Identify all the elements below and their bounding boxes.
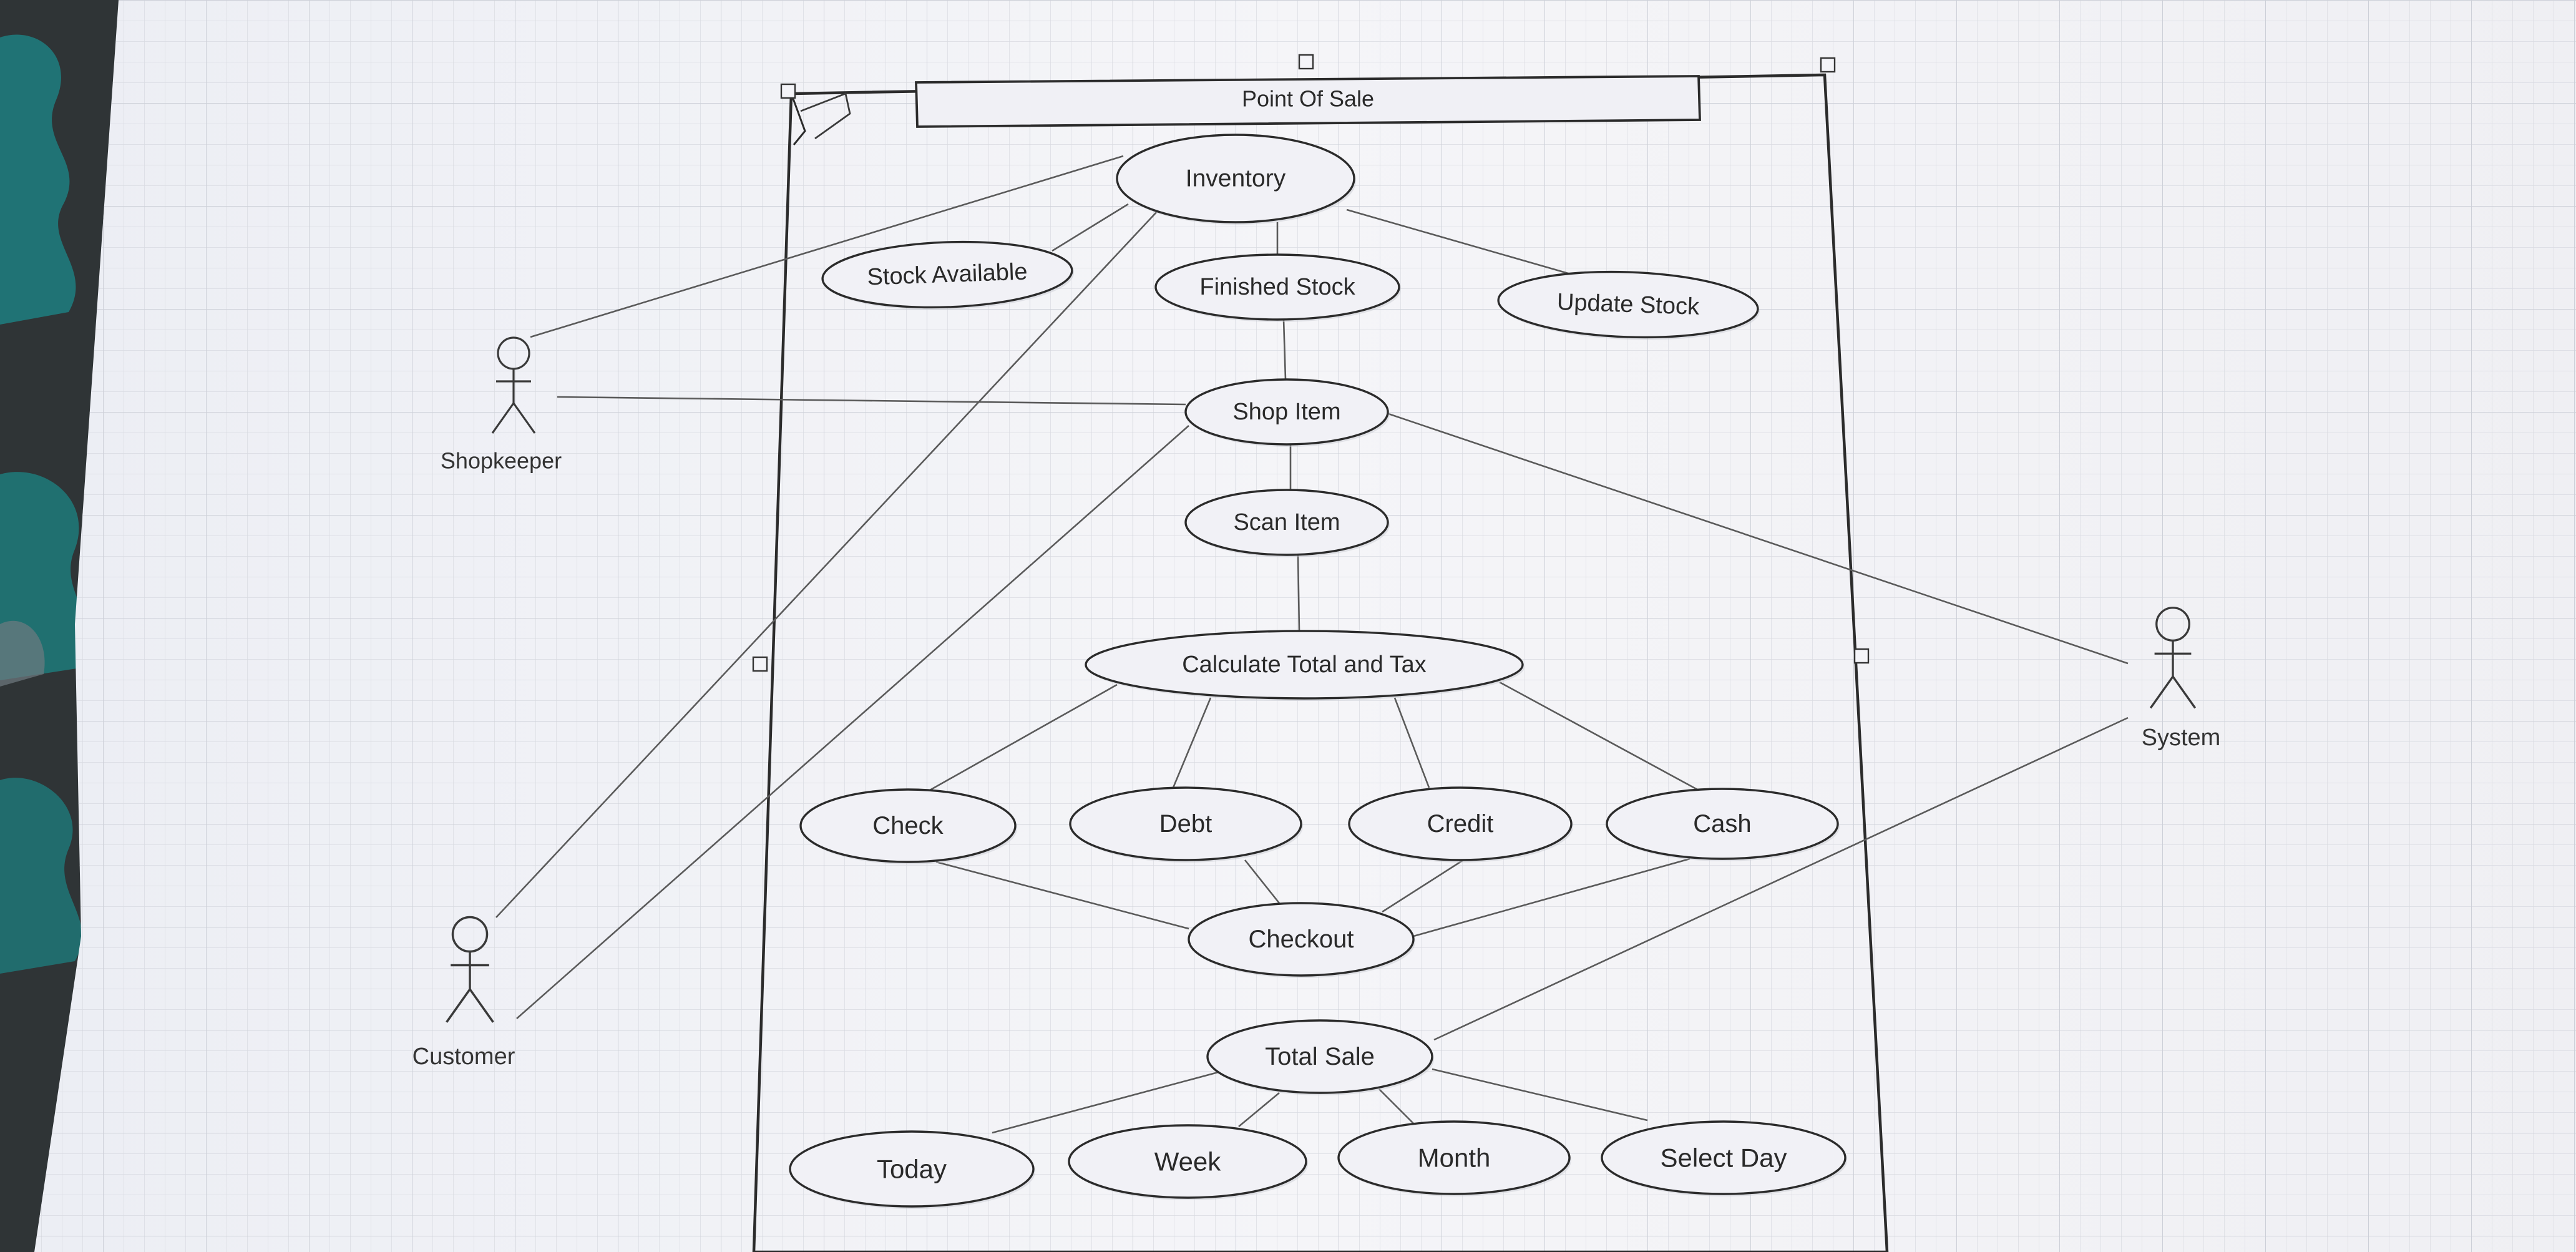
stick-figure-icon bbox=[446, 916, 494, 1023]
association-calculate-total-and-tax-cash[interactable] bbox=[1499, 681, 1698, 791]
resize-handle-top-left[interactable] bbox=[780, 83, 796, 99]
association-inventory-update-stock[interactable] bbox=[1346, 208, 1573, 276]
association-calculate-total-and-tax-check[interactable] bbox=[929, 683, 1118, 791]
use-case-label: Finished Stock bbox=[1199, 274, 1355, 300]
use-case-ellipse bbox=[1206, 1019, 1433, 1094]
use-case-ellipse bbox=[1154, 253, 1400, 321]
use-case-ellipse bbox=[821, 240, 1073, 309]
use-case-ellipse bbox=[1188, 902, 1415, 977]
use-case-update-stock[interactable]: Update Stock bbox=[1497, 268, 1761, 345]
use-case-ellipse bbox=[1069, 786, 1302, 861]
use-case-label: Cash bbox=[1693, 810, 1751, 838]
association-debt-checkout[interactable] bbox=[1244, 859, 1281, 904]
use-case-label: Checkout bbox=[1249, 926, 1354, 953]
use-case-inventory[interactable]: Inventory bbox=[1116, 134, 1356, 225]
use-case-ellipse bbox=[1348, 786, 1573, 861]
use-case-label: Shop Item bbox=[1232, 399, 1340, 425]
use-case-week[interactable]: Week bbox=[1068, 1124, 1308, 1200]
association-finished-stock-shop-item[interactable] bbox=[1282, 319, 1287, 380]
stick-figure-icon bbox=[491, 336, 536, 434]
association-total-sale-week[interactable] bbox=[1238, 1092, 1280, 1127]
use-case-checkout[interactable]: Checkout bbox=[1188, 902, 1415, 978]
use-case-stock-available[interactable]: Stock Available bbox=[821, 238, 1075, 314]
use-case-ellipse bbox=[1184, 489, 1389, 556]
use-case-cash[interactable]: Cash bbox=[1606, 788, 1840, 861]
resize-handle-right[interactable] bbox=[1853, 648, 1870, 664]
use-case-label: Debt bbox=[1159, 810, 1212, 838]
association-system-shop-item[interactable] bbox=[1386, 412, 2129, 665]
use-case-label: Inventory bbox=[1186, 165, 1286, 192]
association-shopkeeper-inventory[interactable] bbox=[530, 155, 1124, 338]
use-case-ellipse bbox=[1085, 630, 1524, 700]
use-case-ellipse bbox=[1068, 1124, 1307, 1199]
association-inventory-stock-available[interactable] bbox=[1051, 203, 1129, 252]
diagram-title: Point Of Sale bbox=[1242, 86, 1374, 112]
association-check-checkout[interactable] bbox=[935, 861, 1189, 930]
association-total-sale-select-day[interactable] bbox=[1432, 1068, 1648, 1122]
actor-label: System bbox=[2142, 725, 2221, 751]
resize-handle-top-center[interactable] bbox=[1298, 54, 1314, 70]
resize-handle-top-right[interactable] bbox=[1820, 57, 1836, 73]
use-case-ellipse bbox=[789, 1130, 1035, 1208]
actor-label: Customer bbox=[412, 1044, 515, 1070]
actor-label: Shopkeeper bbox=[441, 448, 562, 474]
association-total-sale-month[interactable] bbox=[1378, 1088, 1414, 1124]
association-total-sale-today[interactable] bbox=[992, 1071, 1219, 1134]
use-case-ellipse bbox=[1337, 1120, 1571, 1195]
association-credit-checkout[interactable] bbox=[1382, 859, 1464, 913]
stick-figure-icon bbox=[2149, 607, 2197, 709]
use-case-shop-item[interactable]: Shop Item bbox=[1184, 378, 1390, 447]
use-case-label: Select Day bbox=[1660, 1143, 1787, 1173]
resize-handle-left[interactable] bbox=[752, 656, 768, 672]
association-shopkeeper-shop-item[interactable] bbox=[557, 396, 1186, 406]
diagram-title-box[interactable]: Point Of Sale bbox=[915, 75, 1701, 128]
actor-customer[interactable]: Customer bbox=[412, 916, 515, 1070]
use-case-label: Stock Available bbox=[867, 259, 1028, 291]
association-customer-inventory[interactable] bbox=[495, 210, 1158, 918]
use-case-credit[interactable]: Credit bbox=[1348, 786, 1573, 863]
association-cash-checkout[interactable] bbox=[1413, 858, 1690, 937]
use-case-scan-item[interactable]: Scan Item bbox=[1184, 489, 1390, 557]
use-case-label: Total Sale bbox=[1265, 1043, 1375, 1070]
use-case-label: Credit bbox=[1427, 810, 1494, 838]
use-case-select-day[interactable]: Select Day bbox=[1601, 1120, 1847, 1196]
use-case-label: Update Stock bbox=[1556, 289, 1700, 320]
association-calculate-total-and-tax-debt[interactable] bbox=[1172, 697, 1212, 788]
use-case-label: Today bbox=[877, 1155, 947, 1184]
use-case-today[interactable]: Today bbox=[789, 1130, 1035, 1209]
use-case-label: Week bbox=[1154, 1147, 1222, 1176]
use-case-ellipse bbox=[1497, 270, 1759, 339]
actor-shopkeeper[interactable]: Shopkeeper bbox=[441, 336, 562, 474]
association-customer-shop-item[interactable] bbox=[516, 425, 1189, 1019]
association-calculate-total-and-tax-credit[interactable] bbox=[1393, 697, 1430, 788]
use-case-check[interactable]: Check bbox=[799, 788, 1017, 864]
use-case-finished-stock[interactable]: Finished Stock bbox=[1154, 253, 1401, 322]
actor-system[interactable]: System bbox=[2142, 607, 2221, 751]
use-case-label: Month bbox=[1418, 1143, 1491, 1173]
association-scan-item-calculate-total-and-tax[interactable] bbox=[1297, 554, 1300, 632]
use-case-ellipse bbox=[1116, 134, 1355, 223]
use-case-ellipse bbox=[1606, 788, 1839, 860]
use-case-ellipse bbox=[1601, 1120, 1847, 1195]
use-case-debt[interactable]: Debt bbox=[1069, 786, 1303, 863]
use-case-total-sale[interactable]: Total Sale bbox=[1206, 1019, 1434, 1095]
use-case-ellipse bbox=[799, 788, 1017, 863]
use-case-ellipse bbox=[1184, 378, 1389, 446]
use-case-calculate-total-and-tax[interactable]: Calculate Total and Tax bbox=[1085, 630, 1525, 701]
use-case-label: Calculate Total and Tax bbox=[1182, 652, 1427, 678]
use-case-label: Check bbox=[872, 812, 944, 839]
use-case-label: Scan Item bbox=[1233, 509, 1340, 536]
use-case-month[interactable]: Month bbox=[1337, 1120, 1571, 1196]
association-system-total-sale[interactable] bbox=[1433, 716, 2129, 1041]
